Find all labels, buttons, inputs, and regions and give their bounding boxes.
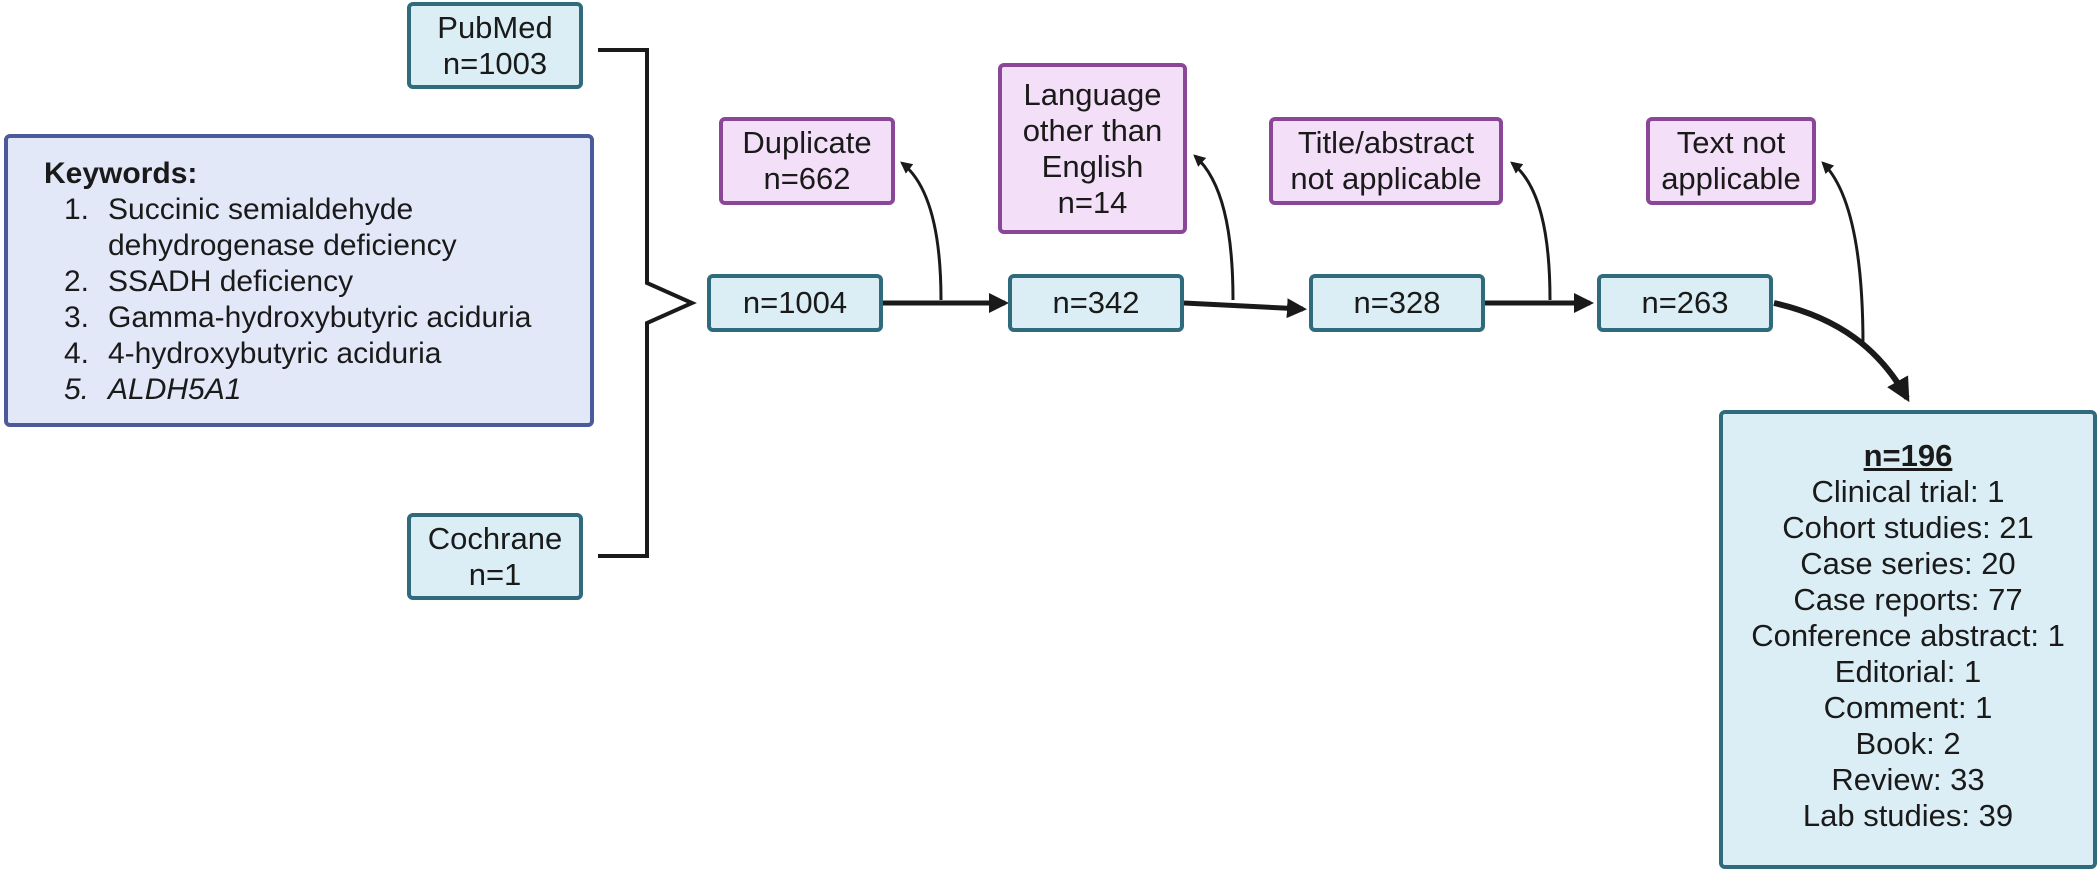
flow-arrow-result [1773, 300, 1910, 403]
source-pubmed-count: n=1003 [442, 45, 548, 81]
exclusion-text: Text not applicable [1646, 117, 1816, 205]
exclusion-language-count: n=14 [1057, 184, 1128, 220]
exclusion-arrow-text [1821, 161, 1865, 346]
result-line: Editorial: 1 [1834, 654, 1982, 689]
keyword-number: 4. [64, 337, 90, 370]
exclusion-duplicate: Duplicate n=662 [719, 117, 895, 205]
exclusion-title-abstract-line1: Title/abstract [1297, 125, 1475, 160]
keywords-box: Keywords: 1. Succinic semialdehyde dehyd… [4, 134, 594, 427]
exclusion-language-line2: other than [1022, 112, 1163, 148]
keyword-item: 1. Succinic semialdehyde dehydrogenase d… [44, 192, 570, 264]
exclusion-title-abstract: Title/abstract not applicable [1269, 117, 1503, 205]
exclusion-duplicate-label: Duplicate [742, 125, 872, 160]
source-cochrane-name: Cochrane [427, 520, 563, 556]
result-line: Comment: 1 [1823, 690, 1993, 725]
exclusion-duplicate-count: n=662 [763, 161, 851, 196]
exclusion-language-line1: Language [1023, 76, 1162, 112]
exclusion-text-line1: Text not [1676, 125, 1786, 160]
exclusion-arrow-title-abstract [1510, 161, 1552, 301]
keyword-text: SSADH deficiency [108, 265, 354, 298]
keywords-title: Keywords: [44, 157, 198, 190]
keyword-item: 4. 4-hydroxybutyric aciduria [44, 336, 570, 372]
flow-step-4: n=263 [1597, 274, 1773, 332]
result-box: n=196 Clinical trial: 1 Cohort studies: … [1719, 410, 2097, 869]
keyword-item: 3. Gamma-hydroxybutyric aciduria [44, 300, 570, 336]
flow-step-3: n=328 [1309, 274, 1485, 332]
exclusion-language: Language other than English n=14 [998, 63, 1187, 234]
result-line: Cohort studies: 21 [1782, 510, 2034, 545]
flow-step-1: n=1004 [707, 274, 883, 332]
source-cochrane-count: n=1 [468, 556, 522, 592]
keyword-text: ALDH5A1 [108, 373, 242, 406]
result-line: Clinical trial: 1 [1811, 474, 2005, 509]
exclusion-text-line2: applicable [1661, 161, 1801, 196]
source-cochrane: Cochrane n=1 [407, 513, 583, 600]
keyword-text: Succinic semialdehyde dehydrogenase defi… [108, 193, 457, 262]
exclusion-language-line3: English [1041, 148, 1144, 184]
keyword-number: 1. [64, 193, 90, 226]
source-pubmed-name: PubMed [437, 9, 553, 45]
flow-step-2: n=342 [1008, 274, 1184, 332]
keyword-number: 5. [64, 373, 90, 406]
result-line: Lab studies: 39 [1802, 798, 2014, 833]
result-line: Case reports: 77 [1793, 582, 2023, 617]
keywords-list: 1. Succinic semialdehyde dehydrogenase d… [44, 192, 570, 408]
source-bracket [598, 48, 697, 558]
keyword-number: 2. [64, 265, 90, 298]
result-line: Case series: 20 [1800, 546, 2016, 581]
source-pubmed: PubMed n=1003 [407, 2, 583, 89]
flow-step-4-count: n=263 [1641, 285, 1729, 320]
keyword-item: 5. ALDH5A1 [44, 372, 570, 408]
keyword-text: Gamma-hydroxybutyric aciduria [108, 301, 532, 334]
result-line: Book: 2 [1855, 726, 1961, 761]
flow-step-2-count: n=342 [1052, 285, 1140, 320]
flow-step-3-count: n=328 [1353, 285, 1441, 320]
keyword-text: 4-hydroxybutyric aciduria [108, 337, 442, 370]
flow-step-1-count: n=1004 [742, 285, 848, 320]
keyword-number: 3. [64, 301, 90, 334]
result-line: Conference abstract: 1 [1751, 618, 2065, 653]
exclusion-arrow-duplicate [900, 161, 943, 301]
keyword-item: 2. SSADH deficiency [44, 264, 570, 300]
exclusion-title-abstract-line2: not applicable [1290, 161, 1482, 196]
result-line: Review: 33 [1831, 762, 1985, 797]
result-total: n=196 [1863, 438, 1953, 473]
exclusion-arrow-language [1193, 154, 1235, 301]
flow-arrow-2 [1183, 298, 1307, 319]
